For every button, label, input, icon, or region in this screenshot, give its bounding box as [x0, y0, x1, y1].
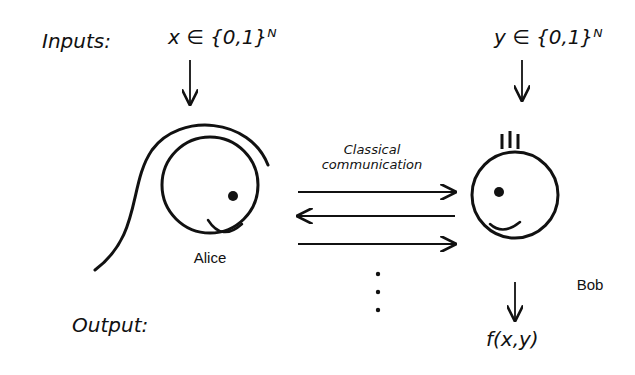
person-name: Alice — [194, 249, 227, 266]
handwritten-label: y ∈ {0,1}ᴺ — [494, 26, 603, 49]
output-arrow — [514, 282, 516, 320]
alice-eye — [228, 191, 238, 201]
edge-label: Classical communication — [316, 143, 428, 173]
person-circle: Alice — [160, 135, 260, 235]
message-arrow — [298, 191, 455, 193]
bob-eye — [494, 187, 504, 197]
alice-hair — [95, 125, 268, 270]
handwritten-label: Inputs: — [42, 30, 111, 53]
handwritten-label: x ∈ {0,1}ᴺ — [168, 26, 277, 49]
person-circle: Bob — [470, 150, 560, 240]
person-name: Bob — [577, 276, 604, 293]
bob-hair — [517, 134, 520, 149]
bob-hair — [501, 134, 504, 149]
message-arrow — [298, 215, 455, 217]
continuation-dot — [376, 272, 380, 276]
continuation-dot — [376, 308, 380, 312]
input-arrow — [189, 60, 191, 104]
head-outline — [160, 135, 260, 235]
handwritten-label: f(x,y) — [486, 328, 539, 351]
head-outline — [470, 150, 560, 240]
handwritten-label: Output: — [72, 314, 148, 337]
continuation-dot — [376, 290, 380, 294]
message-arrow — [298, 243, 455, 245]
input-arrow — [521, 60, 523, 100]
bob-hair — [509, 131, 512, 148]
bob-smile — [490, 222, 520, 230]
